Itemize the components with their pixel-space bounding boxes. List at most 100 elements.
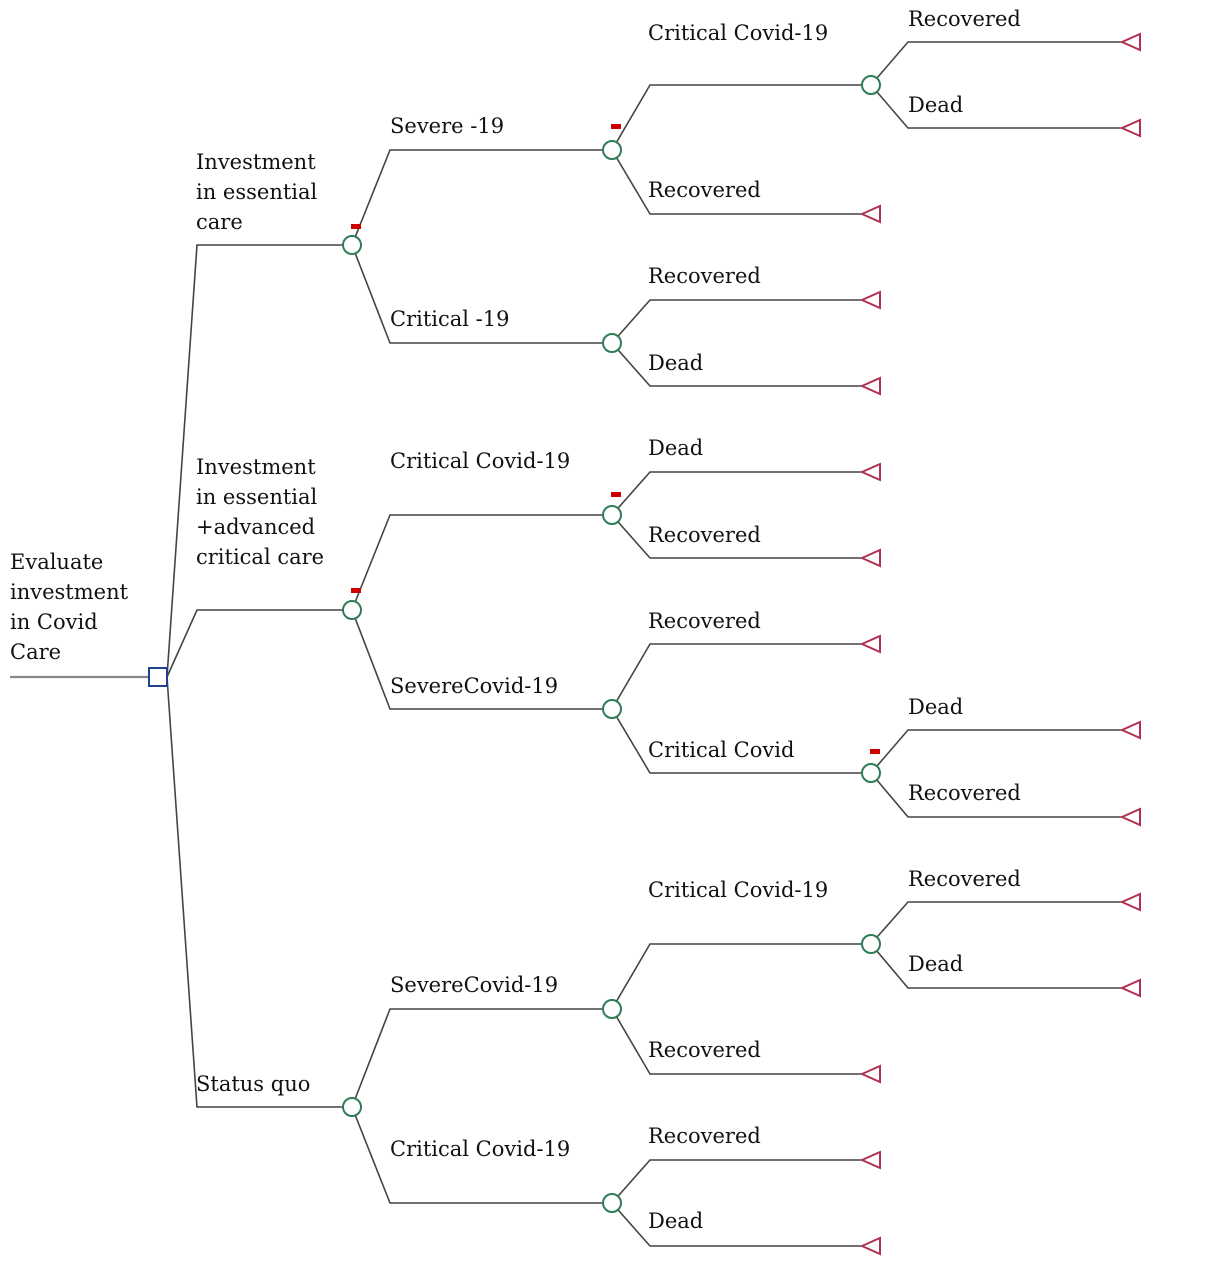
edge-branch-1 [166,244,343,678]
node-label: Dead [908,695,963,719]
root-label-line: Evaluate [10,550,103,574]
edge [611,943,862,1010]
decision-node[interactable] [148,667,168,687]
edge [870,943,1122,989]
terminal-node-icon[interactable] [859,204,881,224]
chance-node[interactable] [861,763,881,783]
branch-label-line: critical care [196,545,324,569]
node-label: Recovered [648,264,761,288]
root-label-line: Care [10,640,61,664]
terminal-node-icon[interactable] [859,1150,881,1170]
collapse-marker-icon[interactable] [351,224,361,229]
terminal-node-icon[interactable] [1119,807,1141,827]
node-label: Recovered [908,867,1021,891]
chance-node[interactable] [861,934,881,954]
node-label: Dead [908,93,963,117]
terminal-node-icon[interactable] [1119,892,1141,912]
branch-2-label: Investment in essential +advanced critic… [196,455,324,569]
root-label-line: investment [10,580,129,604]
terminal-node-icon[interactable] [859,1236,881,1256]
edge [611,643,862,710]
terminal-node-icon[interactable] [859,548,881,568]
branch-label-line: +advanced [196,515,315,539]
chance-node[interactable] [602,999,622,1019]
node-label: Recovered [908,7,1021,31]
collapse-marker-icon[interactable] [351,588,361,593]
node-label: Dead [908,952,963,976]
collapse-marker-icon[interactable] [870,749,880,754]
chance-node[interactable] [861,75,881,95]
chance-node[interactable] [602,333,622,353]
chance-node[interactable] [602,505,622,525]
chance-node[interactable] [602,699,622,719]
edge [870,729,1122,774]
edge [611,342,862,387]
node-label: Dead [648,351,703,375]
terminal-node-icon[interactable] [859,376,881,396]
edge [611,1159,862,1204]
node-label: Severe -19 [390,114,504,138]
edge [351,1008,603,1108]
edge-branch-2 [166,609,343,678]
node-label: SevereCovid-19 [390,973,558,997]
edge [611,514,862,559]
collapse-marker-icon[interactable] [611,124,621,129]
node-label: Recovered [648,609,761,633]
branch-1-label: Investment in essential care [196,150,324,234]
edge [351,609,603,710]
terminal-node-icon[interactable] [859,290,881,310]
chance-node[interactable] [602,1193,622,1213]
node-label: SevereCovid-19 [390,674,558,698]
node-label: Critical Covid-19 [648,878,828,902]
terminal-node-icon[interactable] [859,462,881,482]
node-label: Critical -19 [390,307,509,331]
node-label: Recovered [648,178,761,202]
branch-3-label: Status quo [196,1072,310,1096]
node-label: Dead [648,1209,703,1233]
terminal-node-icon[interactable] [859,634,881,654]
root-label-line: in Covid [10,610,98,634]
node-label: Recovered [648,523,761,547]
edge [351,244,603,344]
terminal-node-icon[interactable] [1119,978,1141,998]
edge [611,299,862,344]
chance-node[interactable] [602,140,622,160]
chance-node[interactable] [342,600,362,620]
edge [611,471,862,516]
node-label: Recovered [648,1124,761,1148]
branch-label-line: in essential [196,180,318,204]
edge [351,149,603,246]
terminal-node-icon[interactable] [859,1064,881,1084]
edge [611,1008,862,1075]
node-label: Critical Covid [648,738,794,762]
edge [351,1106,603,1204]
terminal-node-icon[interactable] [1119,118,1141,138]
terminal-node-icon[interactable] [1119,720,1141,740]
node-label: Critical Covid-19 [390,449,570,473]
edge [611,1202,862,1247]
edge [351,514,603,611]
edge [870,901,1122,945]
edge [611,708,862,774]
terminal-node-icon[interactable] [1119,32,1141,52]
root-label: Evaluate investment in Covid Care [10,550,135,664]
edge-branch-3 [166,676,343,1108]
branch-label-line: care [196,210,243,234]
node-label: Critical Covid-19 [648,21,828,45]
node-label: Recovered [908,781,1021,805]
branch-label-line: in essential [196,485,318,509]
edge [870,84,1122,129]
edge [611,84,862,151]
node-label: Dead [648,436,703,460]
chance-node[interactable] [342,1097,362,1117]
branch-label-line: Investment [196,455,316,479]
edge [870,41,1122,86]
branch-label-line: Investment [196,150,316,174]
edge [611,149,862,215]
node-label: Critical Covid-19 [390,1137,570,1161]
edge [870,772,1122,818]
chance-node[interactable] [342,235,362,255]
node-label: Recovered [648,1038,761,1062]
collapse-marker-icon[interactable] [611,492,621,497]
